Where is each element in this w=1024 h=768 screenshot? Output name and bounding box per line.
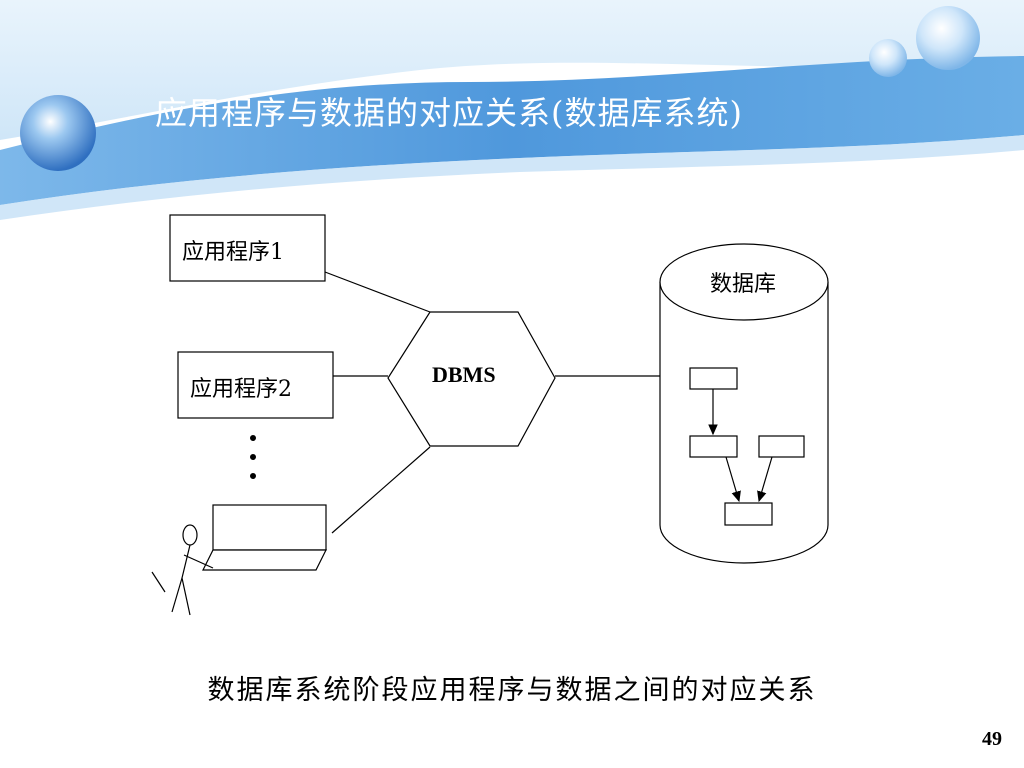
app1-label: 应用程序1	[182, 240, 284, 265]
database-cylinder	[659, 243, 829, 564]
ellipsis-dot	[250, 435, 256, 441]
dbms-hexagon	[387, 311, 556, 447]
diagram-caption: 数据库系统阶段应用程序与数据之间的对应关系	[207, 675, 817, 706]
app2-label: 应用程序2	[190, 377, 292, 402]
orb-decoration-left	[20, 95, 96, 171]
record-box	[758, 435, 805, 458]
app2-box	[177, 351, 334, 419]
app1-box	[169, 214, 326, 282]
ellipsis-dot	[250, 454, 256, 460]
record-box	[689, 435, 738, 458]
record-arrow	[757, 456, 773, 503]
connector-app1-dbms	[324, 271, 431, 313]
record-box	[724, 502, 773, 526]
database-label: 数据库	[710, 272, 777, 297]
record-arrow	[725, 456, 741, 503]
slide-title: 应用程序与数据的对应关系(数据库系统)	[155, 94, 743, 132]
page-number: 49	[982, 728, 1002, 750]
orb-decoration-right-small	[869, 39, 907, 77]
record-box	[689, 367, 738, 390]
ellipsis-dot	[250, 473, 256, 479]
connector-terminal-dbms	[331, 446, 431, 534]
header-background	[0, 0, 1024, 220]
dbms-label: DBMS	[432, 362, 496, 387]
orb-decoration-right-large	[916, 6, 980, 70]
terminal-user-icon	[151, 504, 327, 616]
